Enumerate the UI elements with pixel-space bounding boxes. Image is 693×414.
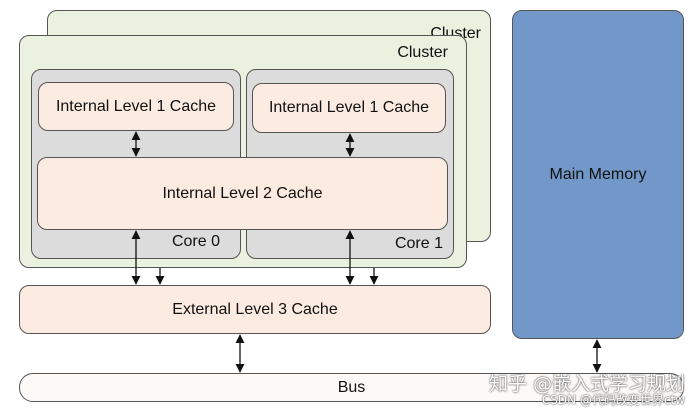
- bus: Bus: [19, 373, 684, 402]
- core-0-label: Core 0: [171, 233, 220, 250]
- bus-label: Bus: [337, 378, 366, 396]
- core-0-l1-cache-label: Internal Level 1 Cache: [55, 97, 217, 115]
- l2-cache: Internal Level 2 Cache: [37, 157, 448, 230]
- front-cluster-label: Cluster: [397, 44, 448, 61]
- l3-cache: External Level 3 Cache: [19, 285, 491, 334]
- core-1-label: Core 1: [394, 235, 443, 252]
- csdn-watermark: CSDN @代码改变世界ctw: [541, 393, 685, 407]
- main-memory-label: Main Memory: [549, 165, 647, 183]
- zhihu-watermark: 知乎 @嵌入式学习规划: [488, 373, 685, 395]
- core-1-l1-cache: Internal Level 1 Cache: [252, 83, 446, 133]
- l2-cache-label: Internal Level 2 Cache: [162, 184, 323, 202]
- core-0-l1-cache: Internal Level 1 Cache: [38, 82, 234, 131]
- l3-cache-label: External Level 3 Cache: [172, 300, 338, 318]
- core-1-l1-cache-label: Internal Level 1 Cache: [268, 99, 430, 116]
- main-memory: Main Memory: [512, 10, 684, 339]
